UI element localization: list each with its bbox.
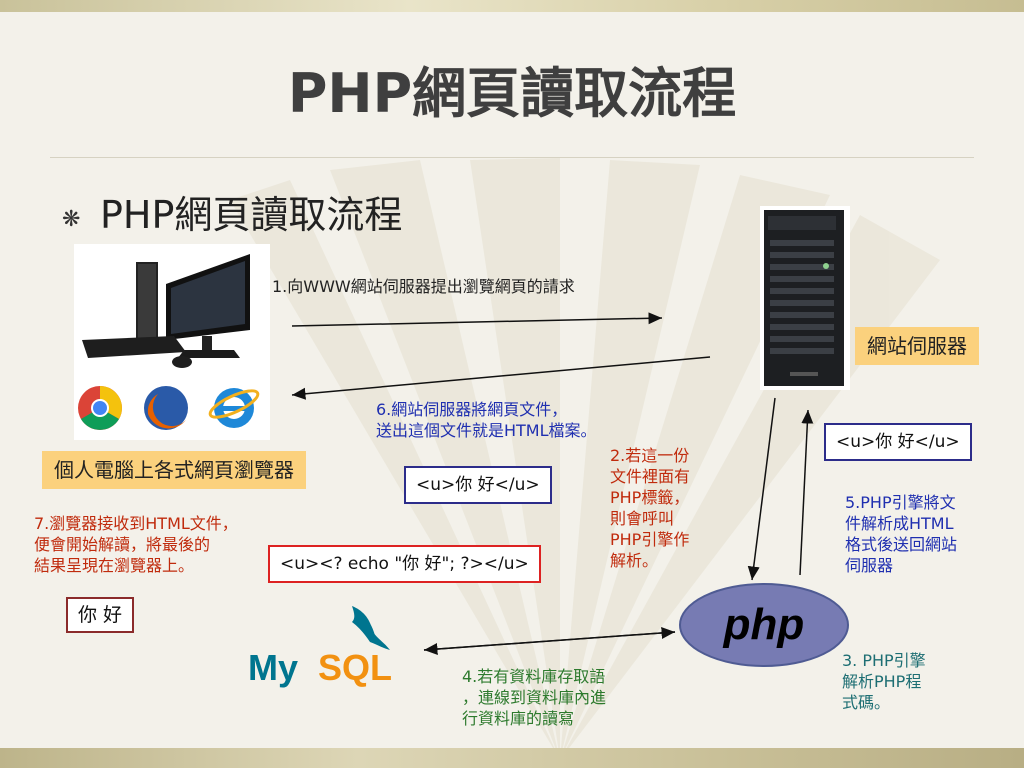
- step-7-line: 便會開始解讀，將最後的: [34, 535, 211, 554]
- step-1-text: 1.向WWW網站伺服器提出瀏覽網頁的請求: [272, 277, 575, 296]
- title-divider: [50, 157, 974, 158]
- step-7-text: 7.瀏覽器接收到HTML文件， 便會開始解讀，將最後的 結果呈現在瀏覽器上。: [34, 513, 238, 576]
- server-icon: [760, 206, 850, 390]
- browser-label: 個人電腦上各式網頁瀏覽器: [42, 451, 306, 489]
- page-title: PHP網頁讀取流程: [287, 62, 737, 125]
- step-5-line: 5.PHP引擎將文: [845, 493, 956, 512]
- step-5-text: 5.PHP引擎將文 件解析成HTML 格式後送回網站 伺服器: [845, 492, 957, 576]
- bullet-heading: PHP網頁讀取流程: [100, 193, 403, 237]
- step-4-line: 4.若有資料庫存取語: [462, 667, 606, 686]
- mysql-logo-my: My: [248, 647, 298, 688]
- step-3-line: 解析PHP程: [842, 672, 922, 691]
- step-6-line: 6.網站伺服器將網頁文件，: [376, 400, 568, 419]
- php-logo-text: php: [723, 600, 805, 649]
- step-2-line: 文件裡面有: [610, 467, 691, 486]
- step-2-line: PHP標籤，: [610, 488, 690, 507]
- step-5-line: 件解析成HTML: [845, 514, 954, 533]
- step-4-text: 4.若有資料庫存取語 ，連線到資料庫內進 行資料庫的讀寫: [462, 666, 606, 729]
- step-7-line: 7.瀏覽器接收到HTML文件，: [34, 514, 238, 533]
- step-4-line: ，連線到資料庫內進: [462, 688, 607, 707]
- step-3-text: 3. PHP引擎 解析PHP程 式碼。: [842, 650, 926, 713]
- step-2-line: 則會呼叫: [610, 509, 675, 528]
- mysql-logo-icon: My SQL: [248, 606, 392, 688]
- step-3-line: 3. PHP引擎: [842, 651, 926, 670]
- step-5-line: 伺服器: [845, 556, 894, 575]
- bottom-decor-stripe: [0, 748, 1024, 768]
- step-2-line: PHP引擎作: [610, 530, 690, 549]
- php-logo-icon: php: [679, 583, 849, 667]
- step-3-line: 式碼。: [842, 693, 891, 712]
- step-7-line: 結果呈現在瀏覽器上。: [34, 556, 195, 575]
- html-output-box-server: <u>你 好</u>: [824, 423, 972, 461]
- top-decor-stripe: [0, 0, 1024, 12]
- step-2-text: 2.若這一份 文件裡面有 PHP標籤， 則會呼叫 PHP引擎作 解析。: [610, 445, 690, 571]
- step-6-text: 6.網站伺服器將網頁文件， 送出這個文件就是HTML檔案。: [376, 399, 597, 441]
- rendered-result-box: 你 好: [66, 597, 135, 633]
- step-5-line: 格式後送回網站: [845, 535, 958, 554]
- server-label: 網站伺服器: [855, 327, 979, 365]
- step-6-line: 送出這個文件就是HTML檔案。: [376, 421, 597, 440]
- mysql-logo-sql: SQL: [318, 647, 392, 688]
- step-2-line: 2.若這一份: [610, 446, 690, 465]
- php-source-box: <u><? echo "你 好"; ?></u>: [268, 545, 541, 583]
- step-4-line: 行資料庫的讀寫: [462, 709, 575, 728]
- step-2-line: 解析。: [610, 551, 659, 570]
- html-output-box-browser: <u>你 好</u>: [404, 466, 552, 504]
- computer-icon: [74, 244, 270, 440]
- bullet-icon: ❋: [62, 207, 81, 232]
